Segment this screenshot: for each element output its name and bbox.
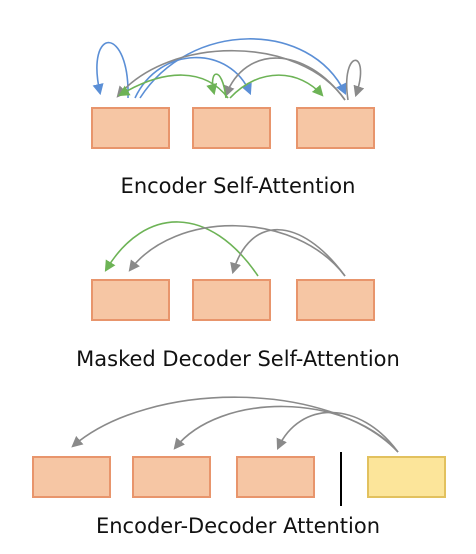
arrow-gray <box>223 57 346 101</box>
arrow-blue <box>92 41 129 99</box>
arrow-blue <box>134 56 252 99</box>
cross-arrows <box>71 396 399 453</box>
arrow-gray <box>276 411 399 453</box>
encoder-arrows <box>92 38 365 101</box>
encoder-decoder-attention-caption: Encoder-Decoder Attention <box>95 514 381 538</box>
encoder-token <box>32 456 111 498</box>
encoder-token <box>236 456 315 498</box>
encoder-token <box>192 107 271 149</box>
encoder-tokens <box>91 107 375 149</box>
masked-tokens <box>91 279 375 321</box>
encoder-token <box>132 456 211 498</box>
arrow-gray <box>173 405 399 453</box>
arrow-green <box>206 73 227 99</box>
cross-tokens <box>32 452 446 506</box>
encoder-self-attention-panel <box>91 38 375 149</box>
decoder-query-token <box>367 456 446 498</box>
arrow-green <box>118 74 229 99</box>
encoder-token <box>296 107 375 149</box>
encoder-self-attention-caption: Encoder Self-Attention <box>120 174 356 198</box>
arrow-blue <box>139 38 347 99</box>
decoder-token <box>296 279 375 321</box>
arrow-green <box>229 74 324 99</box>
encoder-token <box>91 107 170 149</box>
encoder-decoder-attention-panel <box>32 396 446 506</box>
decoder-token <box>91 279 170 321</box>
masked-decoder-self-attention-caption: Masked Decoder Self-Attention <box>76 347 400 371</box>
decoder-token <box>192 279 271 321</box>
arrow-gray <box>116 49 346 101</box>
arrow-gray <box>345 59 365 101</box>
arrow-green <box>104 221 259 277</box>
arrow-gray <box>71 396 399 453</box>
masked-arrows <box>104 221 346 277</box>
arrow-gray <box>230 228 346 277</box>
arrow-gray <box>128 224 346 277</box>
masked-decoder-self-attention-panel <box>91 221 375 321</box>
